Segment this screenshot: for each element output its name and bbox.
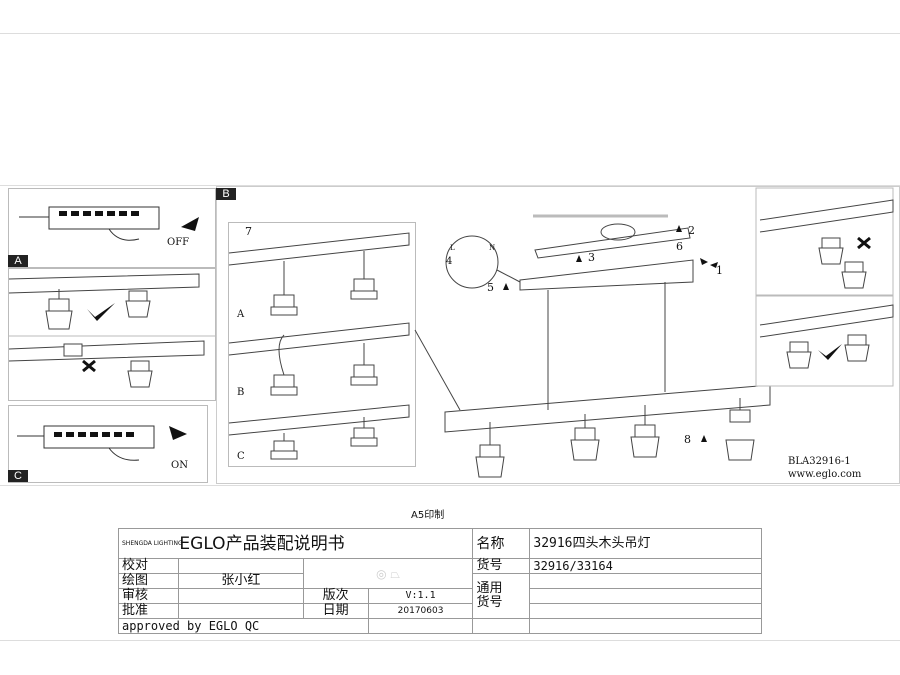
shade-orientation-drawing	[8, 273, 217, 388]
drawing-border-top	[0, 185, 900, 186]
approved-by: approved by EGLO QC	[118, 618, 369, 634]
step-2-label: 2	[688, 224, 695, 237]
step-3-label: 3	[588, 251, 595, 264]
review-value	[177, 588, 304, 604]
check-icon	[87, 303, 115, 321]
drawing-border-bottom	[0, 485, 900, 486]
cross-icon	[82, 359, 96, 373]
variant-c-label: C	[237, 451, 245, 462]
arrow-icon	[169, 426, 187, 440]
general-value-3	[529, 603, 762, 619]
general-label: 通用	[476, 581, 503, 596]
switch-on-drawing	[17, 425, 187, 461]
website: www.eglo.com	[788, 469, 862, 480]
check-value	[177, 558, 304, 574]
step-4-label: 4	[446, 256, 453, 267]
step-1-label: 1	[716, 264, 723, 277]
draw-value: 张小红	[177, 573, 304, 589]
version-label: 版次	[302, 588, 369, 604]
variant-a-label: A	[237, 309, 245, 320]
panel-c: ON	[8, 405, 208, 483]
step-8-label: 8	[684, 433, 691, 446]
panel-step-7: 7 A B C	[228, 222, 416, 467]
general-label-2: 货号	[476, 595, 503, 610]
general-value	[529, 573, 762, 589]
step-5-label: 5	[487, 281, 494, 294]
title-cell: SHENGDA LIGHTING EGLO产品装配说明书	[117, 528, 473, 559]
switch-off-drawing	[19, 206, 199, 241]
approve-value	[177, 603, 304, 619]
general-value-2	[529, 588, 762, 604]
cross-icon	[857, 236, 871, 250]
check-icon	[818, 344, 842, 360]
hanging-variants-drawing	[228, 232, 410, 460]
item-label: 货号	[472, 558, 531, 574]
print-note: A5印制	[411, 510, 445, 521]
review-label: 审核	[118, 588, 179, 604]
off-label: OFF	[167, 237, 190, 248]
date-value: 20170603	[367, 603, 474, 619]
draw-label: 绘图	[118, 573, 179, 589]
name-value: 32916四头木头吊灯	[529, 528, 762, 559]
document-title: EGLO产品装配说明书	[179, 533, 345, 554]
drawing-code: BLA32916-1	[788, 456, 851, 467]
check-label: 校对	[118, 558, 179, 574]
name-label: 名称	[472, 528, 531, 559]
variant-b-label: B	[237, 387, 245, 398]
step-6-label: 6	[676, 240, 683, 253]
version-value: V:1.1	[367, 588, 474, 604]
title-block: SHENGDA LIGHTING EGLO产品装配说明书 名称 32916四头木…	[117, 528, 762, 634]
terminal-n-label: N	[489, 244, 496, 252]
panel-a-tag: A	[8, 255, 28, 267]
panel-b-tag: B	[216, 188, 236, 200]
date-label: 日期	[302, 603, 369, 619]
step-7-label: 7	[245, 225, 252, 238]
panel-a: OFF	[8, 188, 216, 268]
projection-symbol: ◎ ⏢	[302, 558, 474, 589]
page-border-bottom	[0, 640, 900, 641]
panel-shade-orientation	[8, 268, 217, 401]
item-value: 32916/33164	[529, 558, 762, 574]
terminal-l-label: L	[450, 244, 455, 252]
logo: SHENGDA LIGHTING	[122, 540, 183, 547]
panel-c-tag: C	[8, 470, 28, 482]
page-border-top	[0, 33, 900, 34]
on-label: ON	[171, 460, 188, 471]
arrow-icon	[181, 217, 199, 231]
approve-label: 批准	[118, 603, 179, 619]
